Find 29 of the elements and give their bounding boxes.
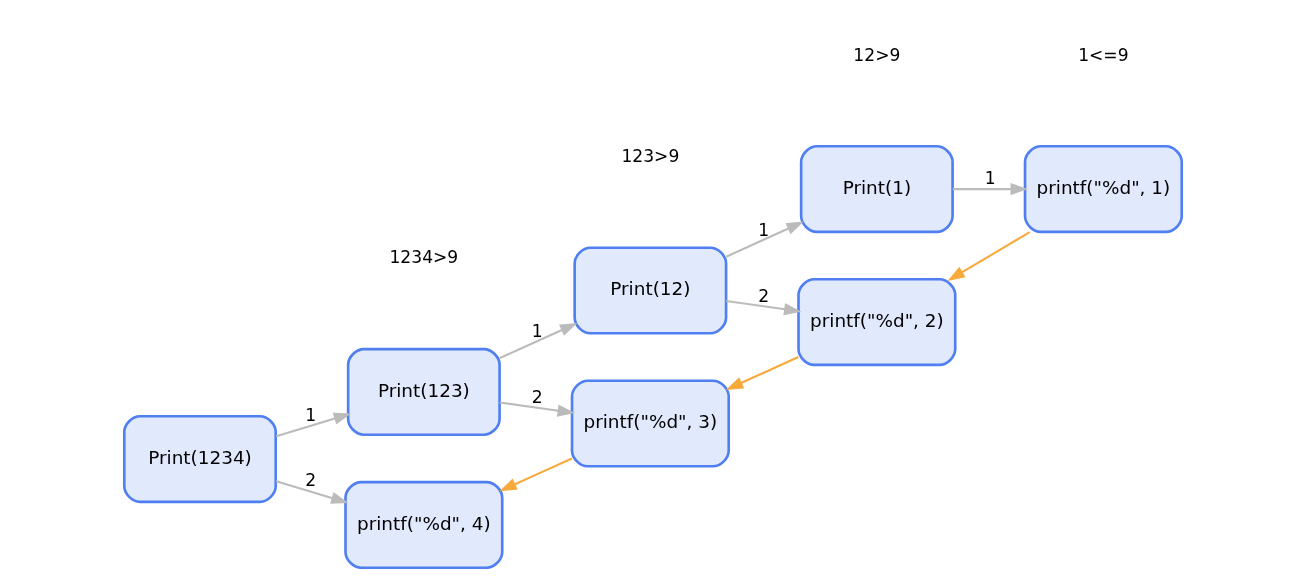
arrow bbox=[498, 322, 577, 360]
edge-label: 1 bbox=[531, 321, 543, 342]
arrow bbox=[275, 412, 351, 438]
label: 12>9 bbox=[852, 44, 900, 65]
arrow bbox=[952, 183, 1028, 196]
node-box: Print(1) bbox=[799, 145, 954, 234]
arrow bbox=[275, 480, 348, 504]
edge-label: 2 bbox=[757, 285, 769, 306]
edge-label: 1 bbox=[304, 405, 316, 426]
label: 1234>9 bbox=[388, 247, 458, 268]
label: 123>9 bbox=[620, 145, 679, 166]
edge-label: 2 bbox=[531, 386, 543, 407]
edge-label: 1 bbox=[984, 168, 996, 189]
arrow bbox=[947, 231, 1030, 281]
node-box: printf("%d", 2) bbox=[796, 278, 957, 367]
edge-label: 2 bbox=[304, 469, 316, 490]
node-box: printf("%d", 1) bbox=[1023, 145, 1183, 234]
label: 1<=9 bbox=[1077, 44, 1129, 65]
edge-label: 1 bbox=[757, 219, 769, 240]
arrow bbox=[725, 299, 801, 316]
node-box: printf("%d", 3) bbox=[570, 379, 730, 468]
node-box: Print(123) bbox=[346, 347, 501, 436]
arrow bbox=[498, 457, 572, 492]
arrow bbox=[725, 221, 804, 258]
node-box: printf("%d", 4) bbox=[343, 480, 504, 570]
arrow bbox=[725, 356, 799, 390]
node-box: Print(12) bbox=[572, 246, 727, 335]
arrow bbox=[499, 401, 575, 417]
node-box: Print(1234) bbox=[122, 414, 277, 504]
